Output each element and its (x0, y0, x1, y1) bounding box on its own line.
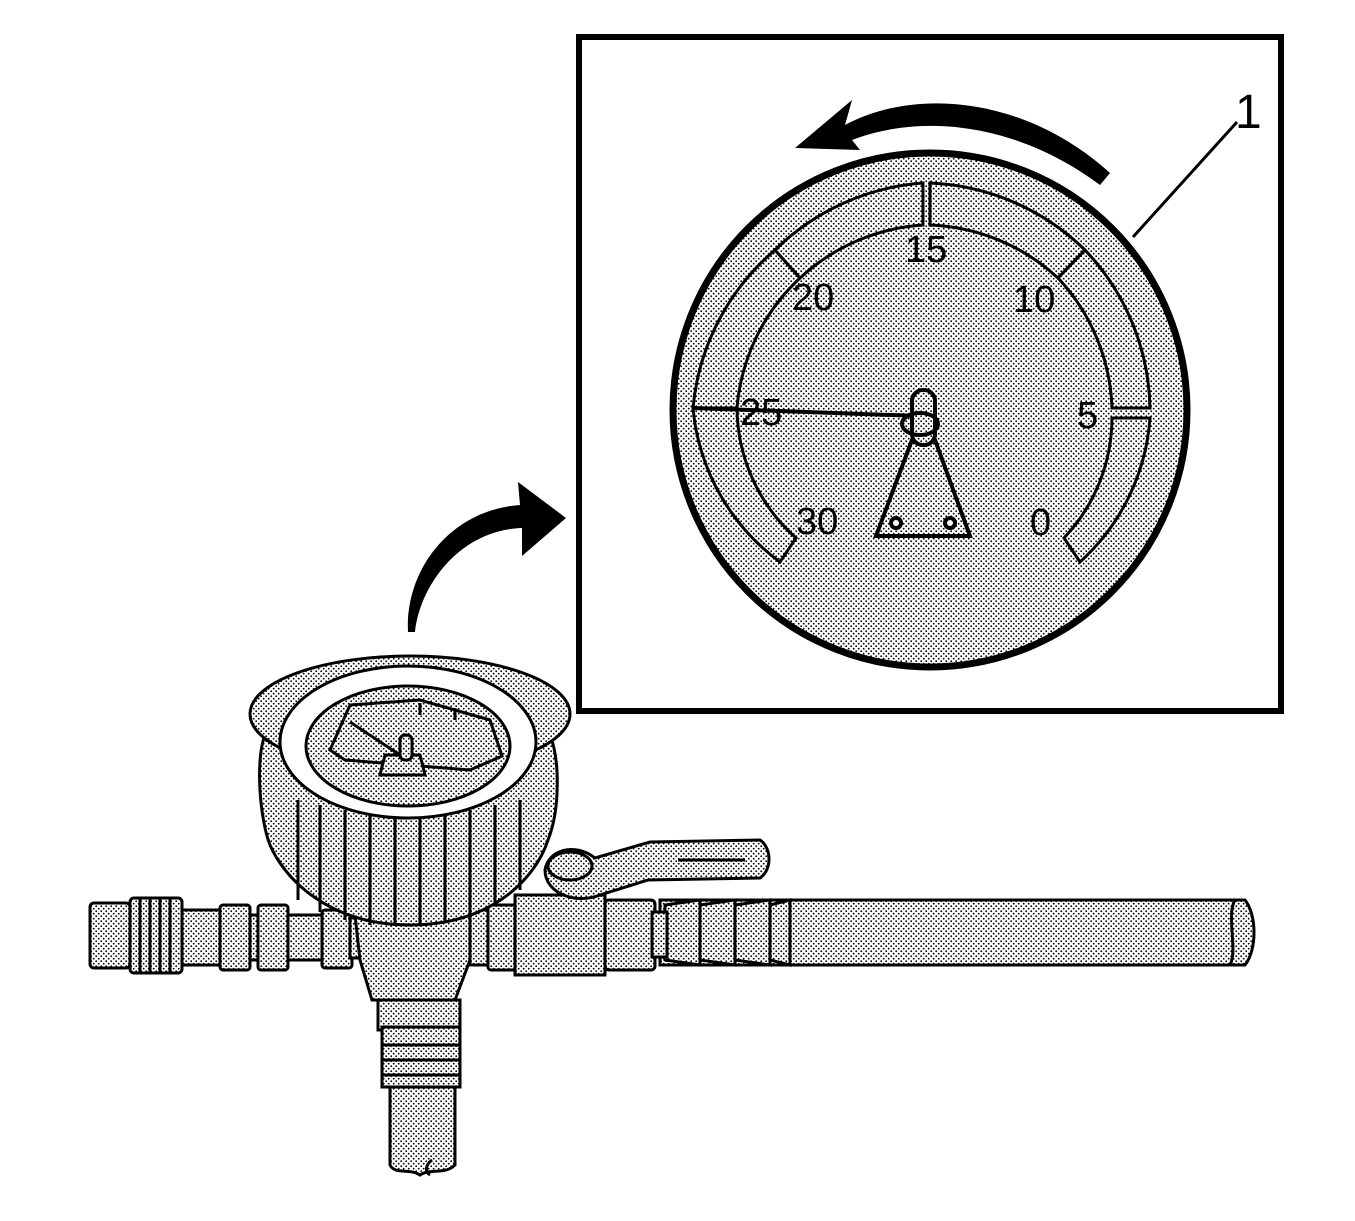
scale-label-25: 25 (740, 392, 782, 434)
gauge-needle-hub (873, 388, 973, 538)
rotation-arrow (795, 100, 1110, 185)
left-coupler (88, 896, 370, 975)
tee-body (353, 913, 472, 1177)
callout-number: 1 (1235, 86, 1262, 139)
valve-body (468, 893, 669, 977)
scale-label-30: 30 (796, 501, 838, 543)
callout-leader-line (1131, 120, 1239, 239)
gauge-scale-labels: 15 20 10 25 5 30 0 (740, 229, 1098, 544)
scale-label-20: 20 (792, 277, 834, 319)
gauge-scale-band (691, 181, 1152, 565)
gauge-needle (692, 406, 921, 418)
scale-label-10: 10 (1013, 279, 1055, 321)
scale-label-0: 0 (1030, 502, 1051, 544)
gauge-detail-inset: 15 20 10 25 5 30 0 1 (576, 34, 1284, 714)
small-gauge-face (278, 664, 538, 820)
hose-barb-fitting (663, 898, 792, 967)
hose (658, 898, 1256, 967)
scale-label-5: 5 (1077, 395, 1098, 437)
magnify-arrow (407, 482, 566, 632)
scale-label-15: 15 (905, 229, 947, 271)
pressure-tester-tool (88, 654, 1256, 1177)
valve-handle[interactable] (543, 838, 771, 900)
